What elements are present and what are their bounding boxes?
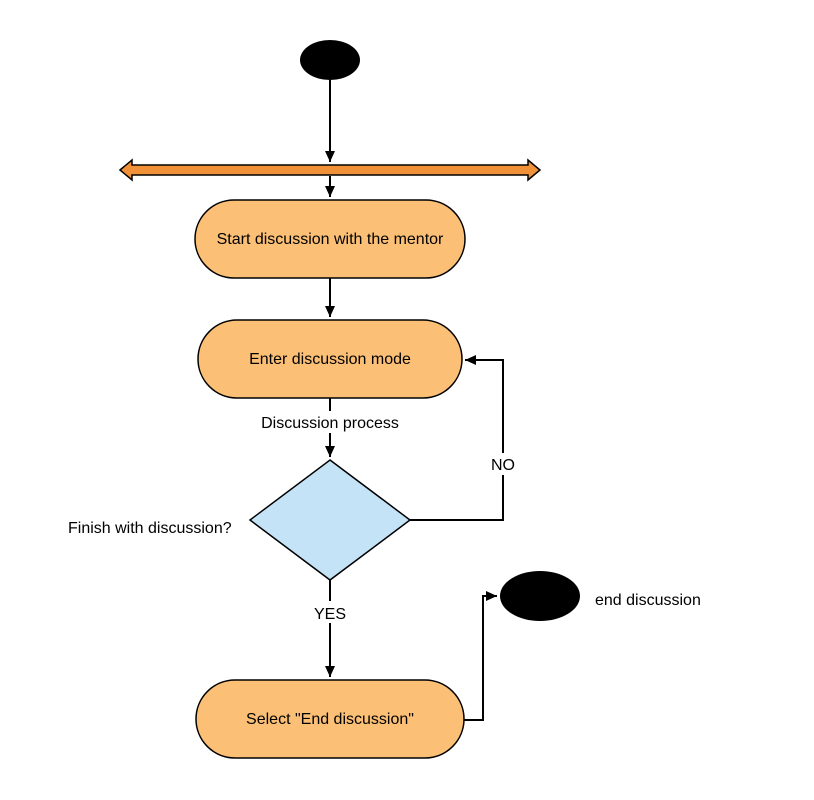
discussion-process-label-bg [250, 411, 410, 433]
yes-label-bg [308, 601, 352, 623]
activity-start-discussion-label: Start discussion with the mentor [217, 231, 444, 248]
activity-enter-discussion-mode-label: Enter discussion mode [249, 351, 411, 368]
no-label-bg [488, 453, 520, 475]
decision-diamond [248, 459, 412, 581]
initial-node [300, 40, 360, 80]
edge-decision-no-loop [410, 355, 504, 521]
no-label: NO [491, 457, 515, 474]
yes-label: YES [314, 606, 346, 623]
fork-bar [118, 158, 542, 182]
final-node [500, 571, 580, 621]
final-node-label: end discussion [595, 592, 701, 609]
discussion-process-label: Discussion process [261, 415, 399, 432]
decision-label: Finish with discussion? [68, 520, 232, 537]
edge-select-to-final [464, 591, 497, 721]
activity-select-end-discussion-label: Select "End discussion" [246, 711, 414, 728]
